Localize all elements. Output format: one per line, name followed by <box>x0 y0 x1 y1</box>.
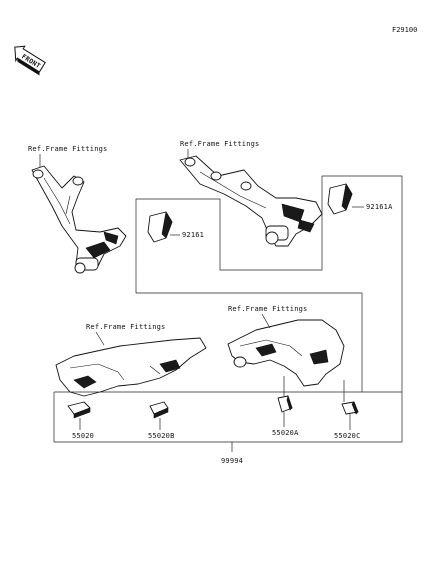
left-footrest-cover <box>55 337 207 397</box>
ref-frame-fittings-right-bracket: Ref.Frame Fittings <box>180 140 259 148</box>
pad-55020a <box>277 394 293 413</box>
cap-92161 <box>147 211 173 243</box>
part-55020c: 55020C <box>334 432 361 440</box>
part-55020a: 55020A <box>272 429 299 437</box>
figure-id: F29100 <box>392 26 417 34</box>
part-99994: 99994 <box>221 457 243 465</box>
right-footrest-cover <box>227 319 345 387</box>
ref-frame-fittings-left-cover: Ref.Frame Fittings <box>86 323 165 331</box>
right-rear-bracket <box>179 155 323 247</box>
part-55020b: 55020B <box>148 432 175 440</box>
pad-55020 <box>67 401 91 419</box>
part-92161a: 92161A <box>366 203 393 211</box>
cap-92161a <box>327 183 353 215</box>
pad-55020c <box>341 401 359 415</box>
part-55020: 55020 <box>72 432 94 440</box>
front-arrow-icon: FRONT <box>14 45 46 76</box>
left-rear-bracket <box>31 165 127 274</box>
ref-frame-fittings-left-bracket: Ref.Frame Fittings <box>28 145 107 153</box>
part-92161: 92161 <box>182 231 204 239</box>
pad-55020b <box>149 401 169 419</box>
ref-frame-fittings-right-cover: Ref.Frame Fittings <box>228 305 307 313</box>
